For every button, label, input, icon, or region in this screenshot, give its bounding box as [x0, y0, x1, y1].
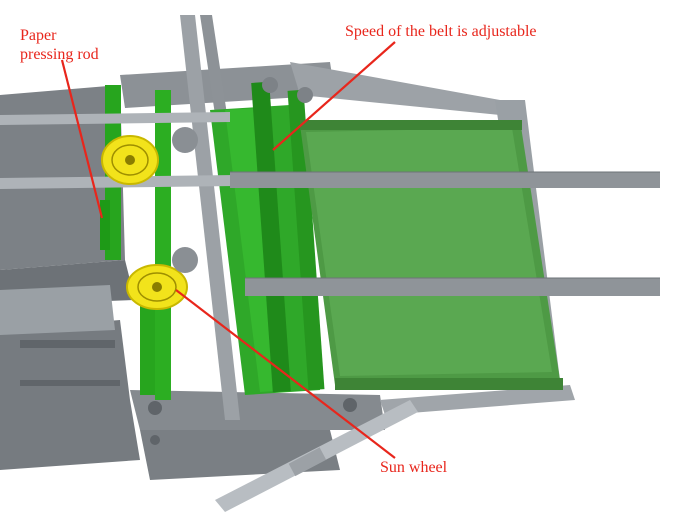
sun-wheel — [101, 135, 188, 310]
sun-wheel-label: Sun wheel — [380, 459, 448, 476]
belt-speed-label: Speed of the belt is adjustable — [345, 23, 537, 40]
roller — [172, 77, 313, 273]
paper-pressing-rod-label-line2: pressing rod — [20, 46, 99, 63]
paper-pressing-rod-label-line1: Paper — [20, 27, 57, 44]
conveyor-belt — [300, 120, 563, 390]
paper-pressing-rod-label: Paper pressing rod — [20, 26, 99, 64]
pipe — [215, 400, 418, 512]
callout-leaders — [60, 41, 396, 459]
